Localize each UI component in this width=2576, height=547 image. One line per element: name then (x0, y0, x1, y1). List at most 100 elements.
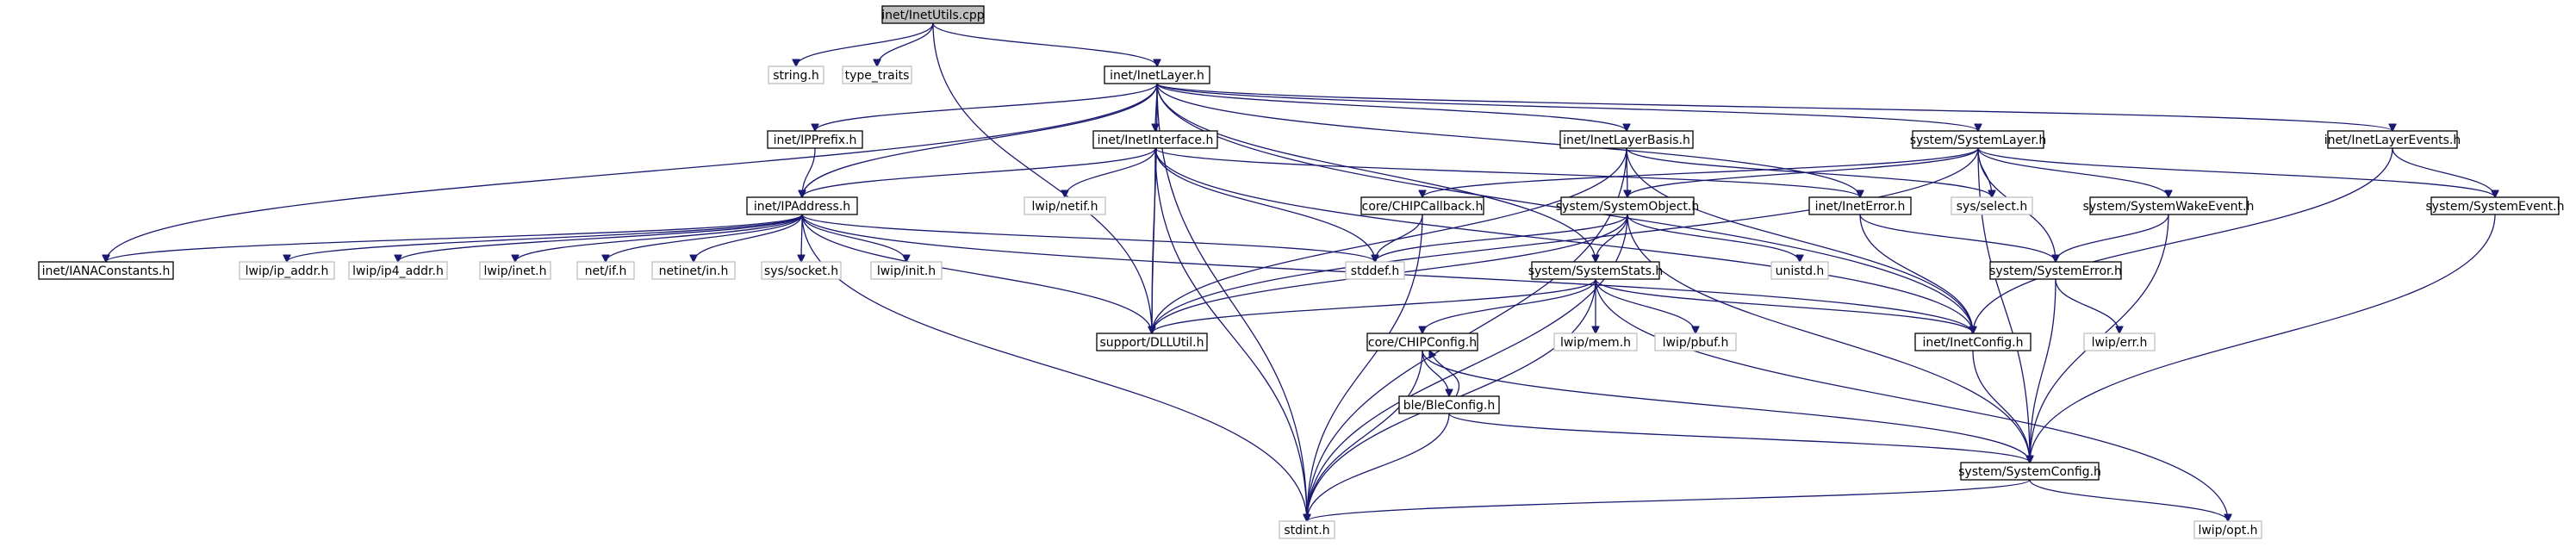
node-box (651, 261, 736, 280)
node-box (1560, 196, 1695, 215)
node-inet-layer[interactable]: inet/InetLayer.h (1104, 65, 1210, 84)
node-system-config[interactable]: system/SystemConfig.h (1958, 462, 2101, 481)
edge-system-stats-to-lwip-opt (1595, 278, 2228, 521)
edge-inet-interface-to-inet-error (1154, 147, 1860, 197)
node-chipcallback[interactable]: core/CHIPCallback.h (1360, 196, 1484, 215)
edge-system-error-to-lwip-err (2055, 278, 2119, 333)
node-label: stddef.h (1351, 264, 1399, 278)
node-label: lwip/pbuf.h (1663, 336, 1729, 350)
edge-inet-layer-to-inet-layer-events (1156, 83, 2392, 131)
node-ipprefix[interactable]: inet/IPPrefix.h (767, 130, 863, 149)
edge-inet-error-to-system-error (1859, 214, 2056, 262)
node-box (1092, 130, 1218, 149)
node-label: inet/InetUtils.cpp (881, 9, 985, 22)
edge-inet-layer-to-inet-error (1156, 83, 1860, 197)
node-label: netinet/in.h (659, 264, 729, 278)
edge-system-object-to-system-stats (1596, 214, 1628, 262)
node-label: lwip/ip4_addr.h (352, 264, 444, 278)
node-label: system/SystemEvent.h (2426, 200, 2565, 214)
node-lwip-netif: lwip/netif.h (1024, 196, 1106, 215)
node-box (1398, 395, 1500, 414)
edge-chipcallback-to-stdint (1307, 214, 1423, 521)
node-ianaconstants[interactable]: inet/IANAConstants.h (38, 261, 174, 280)
node-netinet-in: netinet/in.h (651, 261, 736, 280)
edge-inet-layer-to-inet-layer-basis (1156, 83, 1627, 132)
node-box (576, 261, 635, 280)
node-unistd: unistd.h (1770, 261, 1829, 280)
node-box (1360, 196, 1484, 215)
edge-ipaddress-to-lwip-ip-addr (287, 214, 803, 263)
node-box (1104, 65, 1210, 84)
node-inet-layer-events[interactable]: inet/InetLayerEvents.h (2324, 130, 2461, 149)
edge-system-event-to-system-config (2030, 214, 2496, 463)
edge-system-error-to-system-config (2030, 278, 2056, 463)
edge-system-stats-to-dllutil (1152, 278, 1596, 333)
node-label: lwip/inet.h (483, 264, 546, 278)
edge-system-object-to-unistd (1627, 214, 1800, 262)
edge-system-layer-to-system-event (1977, 147, 2495, 198)
node-system-layer[interactable]: system/SystemLayer.h (1910, 130, 2047, 149)
edge-inet-interface-to-stddef (1154, 147, 1375, 262)
edge-ipaddress-to-stddef (801, 214, 1375, 263)
node-label: system/SystemConfig.h (1958, 465, 2101, 479)
node-system-object[interactable]: system/SystemObject.h (1556, 196, 1699, 215)
node-system-error[interactable]: system/SystemError.h (1989, 261, 2122, 280)
node-label: net/if.h (585, 264, 627, 278)
edge-inet-error-to-inet-config (1859, 214, 1973, 333)
node-box (761, 261, 842, 280)
node-label: inet/InetError.h (1815, 200, 1906, 214)
edge-inet-layer-to-stdint (1156, 83, 1307, 521)
node-lwip-err: lwip/err.h (2083, 333, 2156, 351)
node-lwip-mem: lwip/mem.h (1553, 333, 1638, 351)
node-label: type_traits (845, 69, 910, 83)
node-inet-layer-basis[interactable]: inet/InetLayerBasis.h (1559, 130, 1694, 149)
node-box (1096, 333, 1208, 351)
edge-inet-utils-to-string (796, 22, 934, 66)
edge-ipaddress-to-stdint (801, 214, 1307, 521)
node-system-stats[interactable]: system/SystemStats.h (1528, 261, 1664, 280)
edge-ipaddress-to-dllutil (801, 214, 1152, 333)
node-lwip-ip-addr: lwip/ip_addr.h (239, 261, 335, 280)
edge-layer (106, 22, 2496, 521)
edge-inet-layer-to-ipaddress (802, 83, 1158, 197)
edge-ipaddress-to-lwip-init (801, 214, 906, 262)
node-label: inet/InetLayerEvents.h (2324, 134, 2461, 147)
node-label: string.h (773, 69, 819, 83)
node-label: core/CHIPCallback.h (1362, 200, 1484, 214)
node-lwip-pbuf: lwip/pbuf.h (1654, 333, 1737, 351)
node-ipaddress[interactable]: inet/IPAddress.h (746, 196, 858, 215)
node-label: inet/InetLayer.h (1110, 69, 1204, 83)
edge-inet-utils-to-type-traits (877, 22, 934, 66)
edge-system-config-to-lwip-opt (2029, 479, 2228, 521)
edge-system-layer-to-system-wake-event (1977, 147, 2168, 197)
node-dllutil[interactable]: support/DLLUtil.h (1096, 333, 1208, 351)
node-chipconfig[interactable]: core/CHIPConfig.h (1366, 333, 1478, 351)
node-label: inet/IPAddress.h (754, 200, 850, 214)
node-box (1912, 130, 2044, 149)
node-box (1914, 333, 2032, 351)
edge-ipaddress-to-lwip-inet (515, 214, 803, 262)
edge-inet-layer-to-system-stats (1156, 83, 1596, 262)
node-net-if: net/if.h (576, 261, 635, 280)
node-label: inet/InetInterface.h (1098, 134, 1214, 147)
node-box (1654, 333, 1737, 351)
node-label: stdint.h (1284, 524, 1329, 538)
node-label: system/SystemStats.h (1528, 264, 1664, 278)
node-inet-config[interactable]: inet/InetConfig.h (1914, 333, 2032, 351)
node-box (767, 130, 863, 149)
node-label: lwip/opt.h (2198, 524, 2257, 538)
node-label: sys/socket.h (764, 264, 838, 278)
node-inet-error[interactable]: inet/InetError.h (1808, 196, 1912, 215)
edge-inet-layer-basis-to-dllutil (1152, 147, 1627, 333)
edge-inet-utils-to-inet-layer (932, 22, 1157, 66)
node-system-event[interactable]: system/SystemEvent.h (2426, 196, 2565, 215)
node-inet-interface[interactable]: inet/InetInterface.h (1092, 130, 1218, 149)
node-label: ble/BleConfig.h (1403, 399, 1495, 413)
node-system-wake-event[interactable]: system/SystemWakeEvent.h (2083, 196, 2255, 215)
node-inet-utils[interactable]: inet/InetUtils.cpp (881, 5, 985, 24)
node-ble-config[interactable]: ble/BleConfig.h (1398, 395, 1500, 414)
edge-system-object-to-stddef (1375, 214, 1628, 262)
node-box (2089, 196, 2248, 215)
edge-chipconfig-to-stdint (1307, 350, 1423, 521)
node-lwip-ip4-addr: lwip/ip4_addr.h (348, 261, 448, 280)
